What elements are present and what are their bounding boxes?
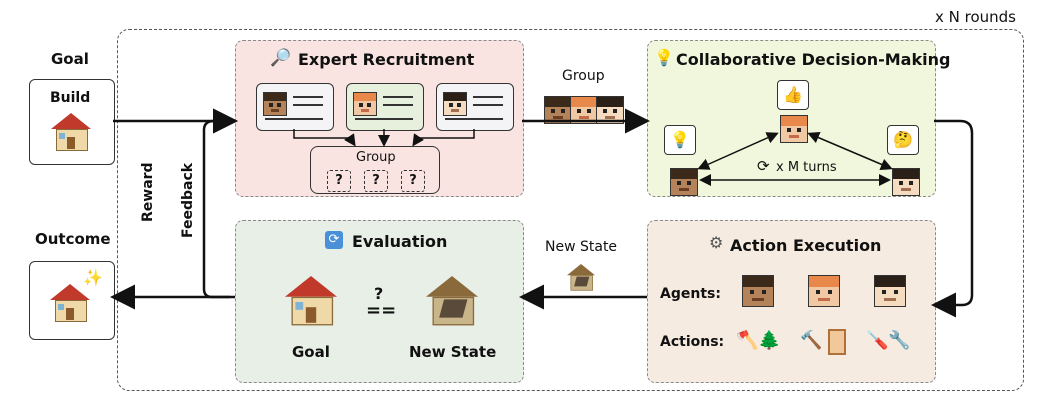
agent-face-1	[742, 275, 774, 307]
outcome-house-icon	[50, 284, 90, 322]
expert-card-2	[346, 83, 424, 131]
evaluation-panel	[235, 220, 524, 383]
lightbulb-icon: 💡	[654, 48, 674, 67]
hammer-icon: 🔨	[800, 330, 823, 351]
group-arrow-label: Group	[562, 68, 605, 84]
group-slot-3: ?	[401, 170, 425, 192]
group-slot-1: ?	[327, 170, 351, 192]
recruitment-title: Expert Recruitment	[298, 50, 475, 69]
goal-build-label: Build	[50, 90, 91, 106]
door-icon	[828, 329, 846, 355]
idea-bubble-icon: 💡	[664, 125, 696, 155]
goal-title: Goal	[51, 50, 89, 68]
eval-state-label: New State	[409, 343, 497, 361]
group-face-2	[570, 96, 598, 124]
gear-icon: ⚙	[709, 233, 724, 252]
collab-face-top	[780, 115, 808, 143]
axe-icon: 🪓	[736, 330, 759, 351]
expert-card-1	[256, 83, 334, 131]
tree-icon: 🌲	[758, 330, 781, 351]
actions-label: Actions:	[660, 334, 725, 350]
magnifier-icon: 🔎	[270, 48, 292, 68]
eval-question: ?	[374, 284, 384, 303]
group-box-label: Group	[356, 150, 396, 165]
wrench-icon: 🔧	[888, 330, 911, 351]
expert-card-3	[436, 83, 514, 131]
goal-house-icon	[51, 113, 91, 151]
action-title: Action Execution	[730, 236, 882, 255]
rounds-frame	[117, 29, 1024, 391]
new-state-icon	[567, 264, 595, 291]
collab-face-left	[670, 168, 698, 196]
group-face-1	[544, 96, 572, 124]
rounds-label: x N rounds	[935, 8, 1016, 26]
eval-equals: ==	[366, 300, 397, 321]
evaluation-title: Evaluation	[352, 232, 448, 251]
eval-new-state-icon	[426, 276, 478, 326]
new-state-label: New State	[545, 239, 618, 255]
outcome-title: Outcome	[35, 230, 111, 248]
collab-face-right	[892, 168, 920, 196]
outcome-box	[29, 261, 115, 340]
sparkles-icon: ✨	[83, 268, 103, 287]
collab-title: Collaborative Decision-Making	[676, 50, 951, 69]
agent-face-2	[808, 275, 840, 307]
group-face-3	[596, 96, 624, 124]
refresh-icon: ⟳	[325, 231, 343, 249]
group-slot-2: ?	[364, 170, 388, 192]
agent-face-3	[874, 275, 906, 307]
agents-label: Agents:	[660, 286, 721, 302]
eval-goal-label: Goal	[292, 343, 330, 361]
screwdriver-icon: 🪛	[866, 330, 889, 351]
thumbs-up-icon: 👍	[777, 80, 809, 110]
eval-goal-house-icon	[285, 276, 337, 326]
